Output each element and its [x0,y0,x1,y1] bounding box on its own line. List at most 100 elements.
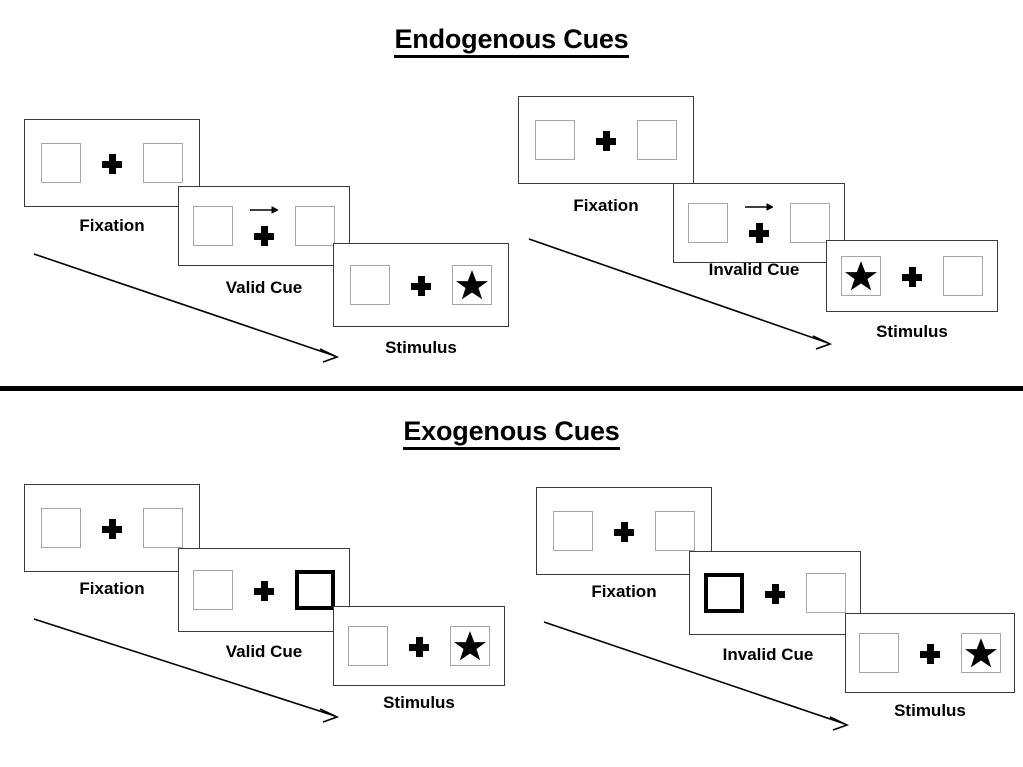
panel-content [179,549,349,631]
star-icon [456,270,488,300]
panel-endogenous-valid-cue[interactable] [178,186,350,266]
center-slot [408,263,434,307]
right-box[interactable] [450,626,490,666]
left-box[interactable] [535,120,575,160]
center-slot [99,141,125,185]
right-box[interactable] [655,511,695,551]
right-box[interactable] [943,256,983,296]
right-box[interactable] [637,120,677,160]
time-flow-arrow-icon [33,253,340,363]
center-slot [250,204,278,248]
panel-content [25,120,199,206]
plus-cross-icon [902,267,922,287]
panel-label-stimulus: Stimulus [876,322,948,341]
panel-label-fixation: Fixation [79,216,145,235]
panel-endogenous-invalid-cue[interactable] [673,183,845,263]
plus-cross-icon [254,226,274,246]
panel-endogenous-invalid-stimulus[interactable] [826,240,998,312]
panel-label-stimulus: Stimulus [894,701,966,720]
right-box[interactable] [790,203,830,243]
right-box[interactable] [143,143,183,183]
left-box[interactable] [193,206,233,246]
plus-cross-icon [411,276,431,296]
center-slot [99,506,125,550]
panel-exogenous-valid-cue[interactable] [178,548,350,632]
panel-endogenous-valid-fixation[interactable] [24,119,200,207]
right-box[interactable] [295,206,335,246]
left-box[interactable] [348,626,388,666]
center-slot [917,631,943,675]
left-box-cued[interactable] [704,573,744,613]
panel-label-invalid-cue: Invalid Cue [708,260,800,279]
right-box[interactable] [961,633,1001,673]
panel-label-fixation: Fixation [573,196,639,215]
plus-cross-icon [765,584,785,604]
section-title-endogenous: Endogenous Cues [0,24,1023,58]
time-flow-arrow-icon [528,238,833,350]
panel-exogenous-valid-stimulus[interactable] [333,606,505,686]
center-slot [611,509,637,553]
right-box[interactable] [806,573,846,613]
panel-content [179,187,349,265]
time-flow-arrow-icon [543,621,850,731]
panel-content [846,614,1014,692]
plus-cross-icon [614,522,634,542]
arrow-right-icon [250,206,278,214]
panel-label-invalid-cue: Invalid Cue [722,645,814,664]
left-box[interactable] [553,511,593,551]
panel-label-fixation: Fixation [591,582,657,601]
panel-endogenous-invalid-fixation[interactable] [518,96,694,184]
left-box[interactable] [193,570,233,610]
panel-label-valid-cue: Valid Cue [225,278,303,297]
plus-cross-icon [102,519,122,539]
right-box[interactable] [452,265,492,305]
star-icon [965,638,997,668]
plus-cross-icon [102,154,122,174]
panel-exogenous-valid-fixation[interactable] [24,484,200,572]
right-box[interactable] [143,508,183,548]
panel-label-stimulus: Stimulus [383,693,455,712]
panel-exogenous-invalid-fixation[interactable] [536,487,712,575]
panel-content [25,485,199,571]
center-slot [251,568,277,612]
left-box[interactable] [841,256,881,296]
panel-label-stimulus: Stimulus [385,338,457,357]
section-title-text: Endogenous Cues [394,24,629,58]
panel-label-fixation: Fixation [79,579,145,598]
star-icon [845,261,877,291]
center-slot [593,118,619,162]
left-box[interactable] [688,203,728,243]
right-box-cued[interactable] [295,570,335,610]
section-endogenous: Endogenous Cues Fixation Valid Cue [0,24,1023,363]
left-box[interactable] [859,633,899,673]
center-slot [899,254,925,298]
plus-cross-icon [409,637,429,657]
panel-label-valid-cue: Valid Cue [225,642,303,661]
panel-endogenous-valid-stimulus[interactable] [333,243,509,327]
panel-content [827,241,997,311]
star-icon [454,631,486,661]
plus-cross-icon [749,223,769,243]
arrow-right-icon [745,203,773,211]
panel-exogenous-invalid-stimulus[interactable] [845,613,1015,693]
plus-cross-icon [596,131,616,151]
center-slot [406,624,432,668]
left-box[interactable] [41,508,81,548]
plus-cross-icon [254,581,274,601]
panel-exogenous-invalid-cue[interactable] [689,551,861,635]
panel-content [537,488,711,574]
section-title-text: Exogenous Cues [403,416,620,450]
section-divider [0,386,1023,391]
panel-content [690,552,860,634]
time-flow-arrow-icon [33,618,340,723]
left-box[interactable] [350,265,390,305]
panel-content [674,184,844,262]
panel-content [334,244,508,326]
panel-content [519,97,693,183]
center-slot [762,571,788,615]
center-slot [745,201,773,245]
left-box[interactable] [41,143,81,183]
section-title-exogenous: Exogenous Cues [0,416,1023,450]
plus-cross-icon [920,644,940,664]
